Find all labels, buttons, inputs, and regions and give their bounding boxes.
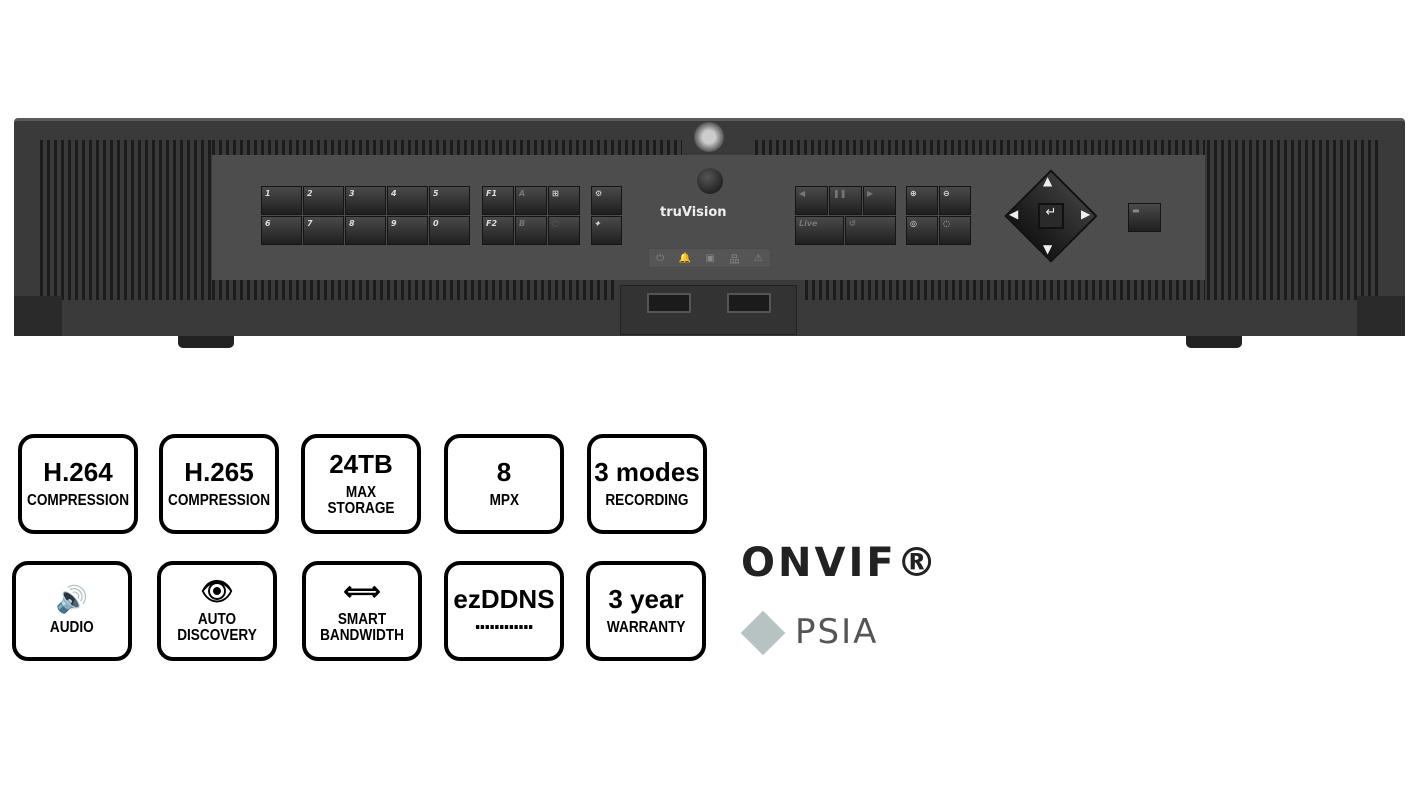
left-button[interactable]: ◀ [1009, 207, 1019, 221]
feature-title: 3 modes [594, 457, 700, 487]
left-vent [40, 140, 212, 300]
feature-label: COMPRESSION [168, 492, 271, 509]
replay-button[interactable]: ↺ [845, 216, 896, 245]
feature-title: 24TB [329, 449, 393, 479]
dpad: ↵ ▲ ▼ ◀ ▶ [1004, 169, 1098, 263]
feature-title: ezDDNS [453, 584, 555, 614]
key-lock[interactable] [694, 122, 724, 152]
left-foot [178, 336, 234, 348]
feature-label: COMPRESSION [27, 492, 130, 509]
zoom-in-button[interactable]: ⊕ [906, 186, 938, 215]
bottom-vent-right [805, 280, 1205, 300]
number-key-8[interactable]: 8 [345, 216, 386, 245]
play-button[interactable]: ▶ [863, 186, 896, 215]
number-key-3[interactable]: 3 [345, 186, 386, 215]
feature-badge: ⟺ SMART BANDWIDTH [302, 561, 422, 661]
psia-logo: PSIA [795, 612, 879, 652]
number-key-7[interactable]: 7 [303, 216, 344, 245]
feature-title: 8 [496, 457, 512, 487]
number-key-9[interactable]: 9 [387, 216, 428, 245]
onvif-logo: ONVIF® [741, 540, 940, 586]
right-bracket [1357, 296, 1405, 336]
number-key-5[interactable]: 5 [429, 186, 470, 215]
number-key-6[interactable]: 6 [261, 216, 302, 245]
feature-title: H.265 [184, 457, 254, 487]
right-vent [1207, 140, 1379, 300]
up-button[interactable]: ▲ [1043, 174, 1053, 188]
search-button[interactable]: ⌖ [591, 216, 622, 245]
feature-label: ▪▪▪▪▪▪▪▪▪▪▪▪ [475, 619, 533, 636]
usb-port[interactable] [647, 293, 691, 313]
power-icon: ⏻ [656, 252, 665, 264]
feature-label: WARRANTY [606, 619, 686, 636]
folder-button[interactable]: ▬ [1128, 203, 1161, 232]
down-button[interactable]: ▼ [1043, 242, 1053, 256]
enter-button[interactable]: ↵ [1038, 203, 1064, 229]
function-key[interactable]: F1 [482, 186, 514, 215]
hdd-icon: ▣ [705, 252, 715, 264]
status-indicators: ⏻ 🔔 ▣ 品 ⚠ [648, 248, 771, 268]
feature-badge: 🔊 AUDIO [12, 561, 132, 661]
alarm-icon: 🔔 [678, 252, 692, 264]
feature-label: SMART BANDWIDTH [320, 611, 404, 644]
number-key-2[interactable]: 2 [303, 186, 344, 215]
function-key[interactable]: ⊞ [548, 186, 580, 215]
psia-mark-icon [740, 610, 786, 656]
live-button[interactable]: Live [795, 216, 844, 245]
feature-title: 🔊 [55, 584, 89, 614]
feature-badge: ezDDNS ▪▪▪▪▪▪▪▪▪▪▪▪ [444, 561, 564, 661]
function-key[interactable]: ◌ [548, 216, 580, 245]
ir-receiver [697, 168, 723, 194]
right-foot [1186, 336, 1242, 348]
number-key-4[interactable]: 4 [387, 186, 428, 215]
number-key-1[interactable]: 1 [261, 186, 302, 215]
usb-port[interactable] [727, 293, 771, 313]
usb-bay [620, 285, 797, 335]
warning-icon: ⚠ [753, 252, 763, 264]
left-bracket [14, 296, 62, 336]
function-key[interactable]: A [515, 186, 547, 215]
feature-label: AUDIO [50, 619, 94, 636]
number-key-0[interactable]: 0 [429, 216, 470, 245]
function-key[interactable]: F2 [482, 216, 514, 245]
feature-label: RECORDING [605, 492, 689, 509]
feature-title: 👁 [200, 576, 234, 606]
brand-logo: truVision [660, 205, 727, 220]
network-icon: 品 [729, 254, 740, 266]
focus-button[interactable]: ◎ [906, 216, 938, 245]
top-vent-left [212, 140, 682, 155]
function-key[interactable]: B [515, 216, 547, 245]
feature-badge: 24TB MAX STORAGE [301, 434, 421, 534]
zoom-out-button[interactable]: ⊖ [939, 186, 971, 215]
pause-button[interactable]: ❚❚ [829, 186, 862, 215]
feature-title: ⟺ [343, 576, 381, 606]
settings-button[interactable]: ⚙ [591, 186, 622, 215]
feature-label: MPX [489, 492, 519, 509]
iris-button[interactable]: ◌ [939, 216, 971, 245]
feature-label: MAX STORAGE [327, 484, 395, 517]
right-button[interactable]: ▶ [1081, 207, 1091, 221]
bottom-vent-left [212, 280, 617, 300]
rewind-button[interactable]: ◀ [795, 186, 828, 215]
feature-badge: 👁 AUTO DISCOVERY [157, 561, 277, 661]
feature-label: AUTO DISCOVERY [177, 611, 257, 644]
feature-title: 3 year [608, 584, 684, 614]
feature-title: H.264 [43, 457, 113, 487]
top-vent-right [755, 140, 1205, 155]
